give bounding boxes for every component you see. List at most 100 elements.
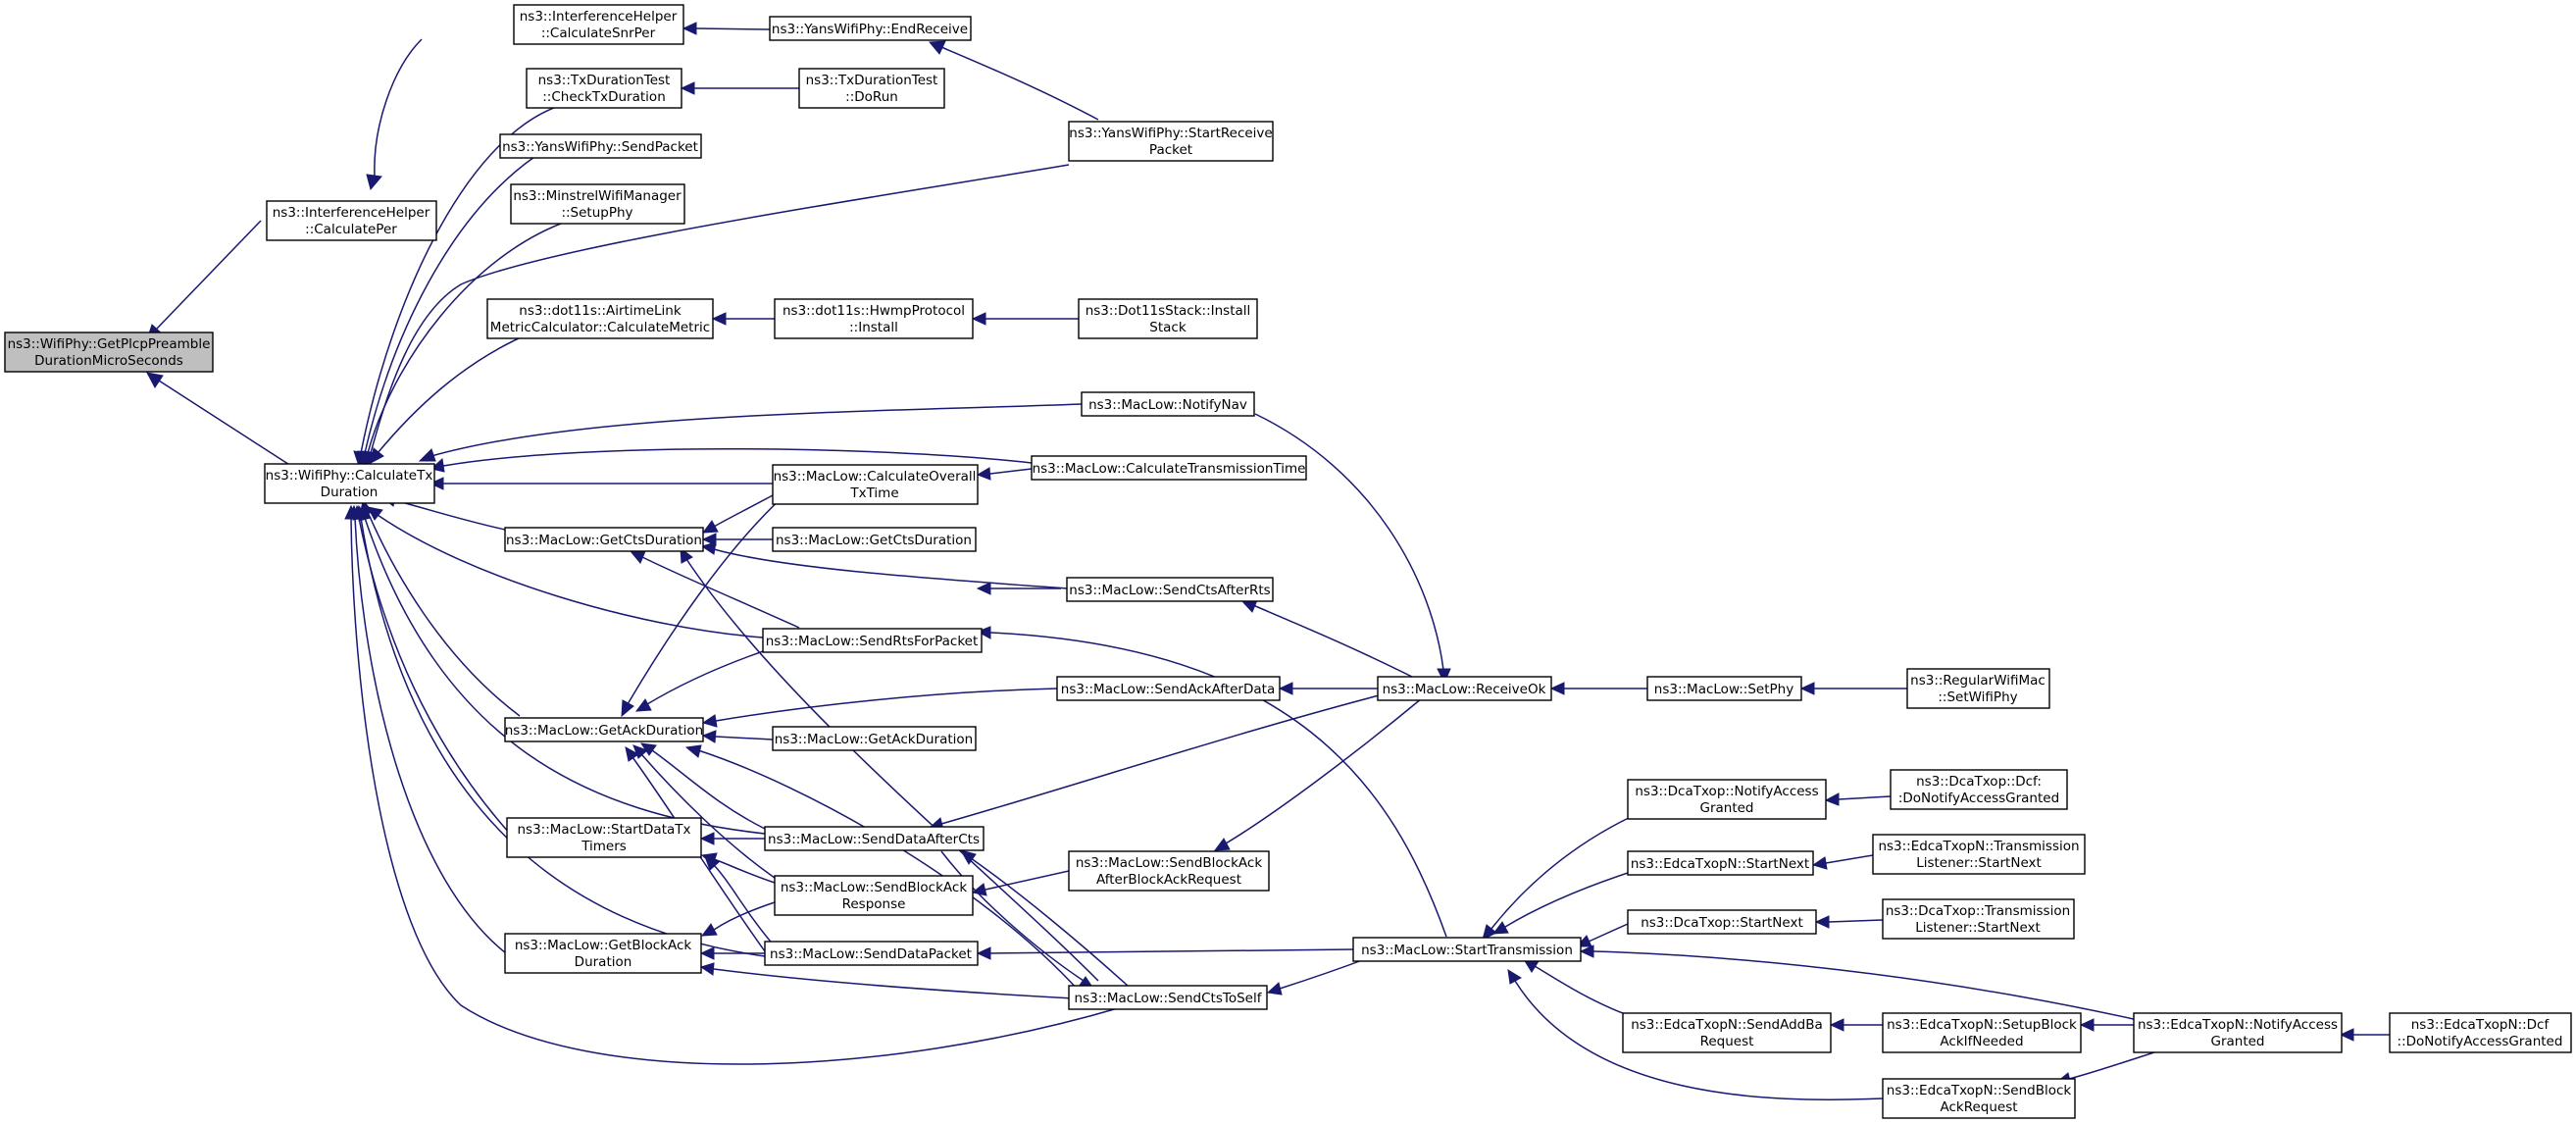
node-edca-do-notify-access-granted[interactable]: ns3::EdcaTxopN::Dcf ::DoNotifyAccessGran… [2389, 1012, 2572, 1053]
node-dca-start-next[interactable]: ns3::DcaTxop::StartNext [1627, 909, 1817, 935]
node-line: ns3::RegularWifiMac [1910, 673, 2046, 689]
node-tx-duration-do-run[interactable]: ns3::TxDurationTest ::DoRun [798, 68, 945, 109]
node-line: DurationMicroSeconds [34, 353, 183, 369]
edge-sdtt-to-ctx [352, 504, 511, 835]
node-line: ns3::WifiPhy::CalculateTx [266, 468, 433, 484]
node-line: Request [1700, 1034, 1754, 1049]
edge-stx-to-sdp [976, 946, 1354, 960]
edge-ywer-to-csnr [682, 22, 771, 35]
node-line: ns3::MacLow::SendRtsForPacket [766, 634, 979, 649]
node-regular-wifi-mac-set-wifi-phy[interactable]: ns3::RegularWifiMac ::SetWifiPhy [1906, 668, 2050, 709]
edge-sdp-to-gbad [699, 946, 765, 960]
node-edca-setup-block-ack-if-needed[interactable]: ns3::EdcaTxopN::SetupBlock AckIfNeeded [1882, 1012, 2082, 1053]
node-line: ns3::MacLow::CalculateOverall [774, 469, 977, 485]
node-start-transmission[interactable]: ns3::MacLow::StartTransmission [1352, 937, 1582, 962]
node-set-phy[interactable]: ns3::MacLow::SetPhy [1646, 676, 1802, 701]
node-dca-do-notify-access-granted[interactable]: ns3::DcaTxop::Dcf: :DoNotifyAccessGrante… [1890, 769, 2068, 810]
edge-dna-to-stx [1482, 808, 1648, 941]
node-calculate-overall-tx-time[interactable]: ns3::MacLow::CalculateOverall TxTime [772, 464, 979, 505]
node-line: ns3::MacLow::SendBlockAck [781, 880, 967, 895]
node-line: ns3::MacLow::SendDataPacket [770, 946, 972, 962]
edge-cott-to-gack [621, 494, 785, 718]
node-edca-send-block-ack-request[interactable]: ns3::EdcaTxopN::SendBlock AckRequest [1882, 1078, 2076, 1119]
node-notify-nav[interactable]: ns3::MacLow::NotifyNav [1081, 391, 1255, 417]
edge-sbaa-to-sbar [971, 870, 1070, 896]
node-calculate-tx-duration[interactable]: ns3::WifiPhy::CalculateTx Duration [264, 463, 435, 504]
node-line: ns3::DcaTxop::StartNext [1641, 915, 1803, 931]
node-line: ns3::EdcaTxopN::StartNext [1631, 856, 1809, 872]
node-send-block-ack-response[interactable]: ns3::MacLow::SendBlockAck Response [774, 875, 974, 916]
node-line: ns3::MacLow::SendAckAfterData [1061, 682, 1275, 697]
edge-saad-to-gack [701, 688, 1058, 728]
node-get-ack-duration[interactable]: ns3::MacLow::GetAckDuration [504, 717, 704, 742]
node-send-data-after-cts[interactable]: ns3::MacLow::SendDataAfterCts [764, 826, 985, 851]
node-send-ack-after-data[interactable]: ns3::MacLow::SendAckAfterData [1056, 676, 1281, 701]
node-line: ns3::EdcaTxopN::NotifyAccess [2138, 1017, 2338, 1033]
node-line: ns3::MinstrelWifiManager [513, 188, 682, 204]
edge-rok-to-sbaa [1213, 697, 1423, 851]
node-line: ns3::EdcaTxopN::Transmission [1878, 839, 2079, 854]
edge-saad-to-srts [976, 582, 1061, 595]
node-calculate-per[interactable]: ns3::InterferenceHelper ::CalculatePer [266, 200, 437, 241]
node-edca-notify-access-granted[interactable]: ns3::EdcaTxopN::NotifyAccess Granted [2133, 1012, 2343, 1053]
node-yans-start-receive-packet[interactable]: ns3::YansWifiPhy::StartReceive Packet [1068, 121, 1274, 162]
edge-ywsr-to-ywer [928, 40, 1099, 121]
edge-ena-to-stx [1579, 944, 2139, 1021]
edge-tdrun-to-tdct [680, 81, 799, 95]
node-line: ns3::MacLow::NotifyNav [1088, 397, 1247, 413]
edge-cper-to-gpp [146, 220, 262, 340]
node-send-data-packet[interactable]: ns3::MacLow::SendDataPacket [764, 941, 979, 966]
node-line: Granted [1699, 800, 1753, 816]
node-line: ns3::dot11s::AirtimeLink [519, 303, 682, 319]
node-line: Duration [575, 954, 632, 970]
node-calculate-snr-per[interactable]: ns3::InterferenceHelper ::CalculateSnrPe… [513, 4, 684, 45]
node-airtime-calculate-metric[interactable]: ns3::dot11s::AirtimeLink MetricCalculato… [486, 298, 714, 339]
node-get-cts-duration-2[interactable]: ns3::MacLow::GetCtsDuration [772, 527, 977, 552]
node-edca-start-next[interactable]: ns3::EdcaTxopN::StartNext [1627, 850, 1814, 876]
node-send-block-ack-after-request[interactable]: ns3::MacLow::SendBlockAck AfterBlockAckR… [1068, 850, 1270, 892]
node-receive-ok[interactable]: ns3::MacLow::ReceiveOk [1377, 676, 1552, 701]
node-get-cts-duration[interactable]: ns3::MacLow::GetCtsDuration [504, 527, 704, 552]
node-line: Duration [321, 485, 379, 500]
node-calculate-transmission-time[interactable]: ns3::MacLow::CalculateTransmissionTime [1031, 455, 1307, 481]
node-line: ns3::MacLow::GetCtsDuration [506, 533, 702, 548]
node-line: ns3::TxDurationTest [806, 73, 938, 88]
node-minstrel-setup-phy[interactable]: ns3::MinstrelWifiManager ::SetupPhy [510, 183, 685, 225]
node-line: Stack [1149, 320, 1187, 335]
node-line: ns3::InterferenceHelper [520, 9, 678, 25]
node-send-rts-for-packet[interactable]: ns3::MacLow::SendRtsForPacket [762, 628, 983, 653]
node-get-block-ack-duration[interactable]: ns3::MacLow::GetBlockAck Duration [504, 933, 702, 974]
edge-csnr-to-cper [366, 38, 423, 191]
edge-sdac-to-gack [639, 742, 766, 830]
edge-ctx-to-gpp [146, 372, 295, 469]
node-send-cts-after-rts[interactable]: ns3::MacLow::SendCtsAfterRts [1066, 577, 1274, 602]
edge-nnav-to-rok [1254, 413, 1451, 685]
node-check-tx-duration[interactable]: ns3::TxDurationTest ::CheckTxDuration [526, 68, 682, 109]
node-line: ns3::EdcaTxopN::Dcf [2411, 1017, 2551, 1033]
edge-cott-to-ctx [429, 477, 773, 490]
node-line: MetricCalculator::CalculateMetric [490, 320, 710, 335]
node-line: ::DoRun [845, 89, 898, 105]
node-line: ns3::MacLow::GetAckDuration [505, 723, 704, 739]
node-yans-send-packet[interactable]: ns3::YansWifiPhy::SendPacket [499, 133, 702, 159]
node-yans-end-receive[interactable]: ns3::YansWifiPhy::EndReceive [769, 16, 972, 41]
node-line: TxTime [849, 485, 898, 501]
node-line: ns3::MacLow::SendCtsAfterRts [1069, 583, 1270, 598]
node-dca-transmission-listener-start-next[interactable]: ns3::DcaTxop::Transmission Listener::Sta… [1882, 898, 2075, 940]
node-line: ::CalculatePer [305, 222, 397, 237]
node-send-cts-to-self[interactable]: ns3::MacLow::SendCtsToSelf [1068, 985, 1268, 1010]
node-get-ack-duration-2[interactable]: ns3::MacLow::GetAckDuration [772, 726, 977, 751]
node-dot11s-install-stack[interactable]: ns3::Dot11sStack::Install Stack [1078, 298, 1258, 339]
edge-sdp-to-sdtt [704, 855, 776, 947]
node-line: ::DoNotifyAccessGranted [2398, 1034, 2563, 1049]
node-start-data-tx-timers[interactable]: ns3::MacLow::StartDataTx Timers [506, 817, 702, 858]
node-get-plcp-preamble-duration[interactable]: ns3::WifiPhy::GetPlcpPreamble DurationMi… [4, 332, 214, 373]
edge-ddna-to-dna [1824, 792, 1892, 806]
node-line: ns3::DcaTxop::NotifyAccess [1635, 784, 1818, 799]
node-edca-send-add-ba-request[interactable]: ns3::EdcaTxopN::SendAddBa Request [1622, 1012, 1832, 1053]
node-dca-notify-access-granted[interactable]: ns3::DcaTxop::NotifyAccess Granted [1627, 779, 1827, 820]
node-line: ns3::MacLow::ReceiveOk [1383, 682, 1546, 697]
node-edca-transmission-listener-start-next[interactable]: ns3::EdcaTxopN::Transmission Listener::S… [1872, 834, 2086, 875]
node-hwmp-install[interactable]: ns3::dot11s::HwmpProtocol ::Install [774, 298, 974, 339]
edge-scts-to-sdac [959, 849, 1129, 987]
